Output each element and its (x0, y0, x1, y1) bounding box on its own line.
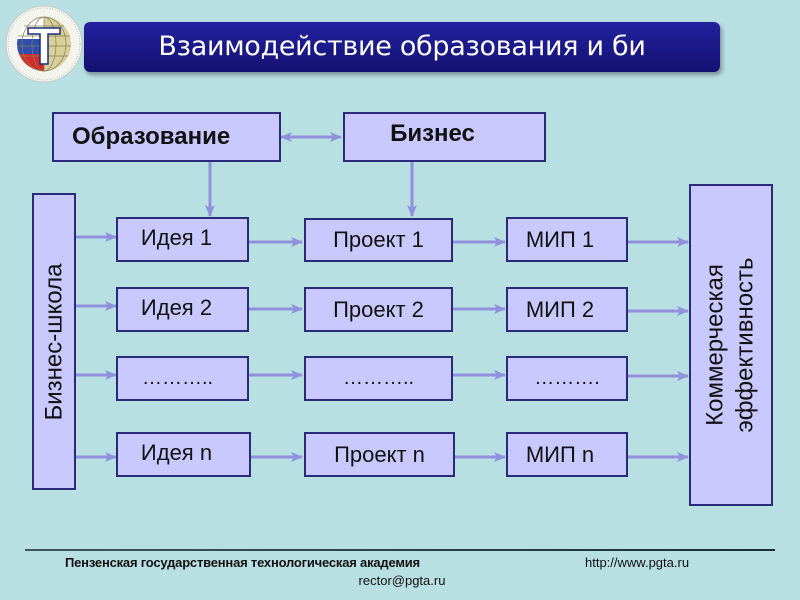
mip-box-n: МИП n (506, 432, 628, 477)
project-box-ellipsis: ……….. (304, 356, 453, 401)
commercial-efficiency-line1: Коммерческая (702, 264, 730, 426)
project-label: Проект n (334, 441, 425, 467)
education-box: Образование (52, 112, 281, 162)
footer-organization: Пензенская государственная технологическ… (65, 555, 420, 570)
commercial-efficiency-line2: эффективность (732, 257, 760, 433)
slide-title: Взаимодействие образования и би (84, 22, 720, 72)
mip-label: ………. (534, 367, 600, 389)
commercial-efficiency-label: Коммерческая эффективность (701, 257, 761, 432)
idea-label: ……….. (141, 367, 214, 389)
footer-divider (25, 549, 775, 551)
project-label: Проект 2 (333, 296, 424, 322)
project-box-n: Проект n (304, 432, 455, 477)
idea-box-ellipsis: ……….. (116, 356, 249, 401)
project-box-2: Проект 2 (304, 287, 453, 332)
project-label: ……….. (342, 367, 415, 389)
mip-box-1: МИП 1 (506, 217, 628, 262)
commercial-efficiency-box: Коммерческая эффективность (689, 184, 773, 506)
mip-box-ellipsis: ………. (506, 356, 628, 401)
idea-label: Идея n (140, 440, 213, 465)
mip-label: МИП n (525, 441, 595, 467)
business-school-box: Бизнес-школа (32, 193, 76, 490)
project-label: Проект 1 (333, 227, 424, 252)
university-globe-logo-icon (5, 5, 83, 83)
idea-box-n: Идея n (116, 432, 251, 477)
footer-email-link: rector@pgta.ru (0, 573, 800, 588)
education-label: Образование (72, 123, 231, 150)
project-box-1: Проект 1 (304, 218, 453, 262)
idea-box-2: Идея 2 (116, 287, 249, 332)
mip-box-2: МИП 2 (506, 287, 628, 332)
footer-url-link[interactable]: http://www.pgta.ru (585, 555, 690, 570)
mip-label: МИП 1 (525, 226, 595, 252)
business-box: Бизнес (343, 112, 546, 162)
idea-label: Идея 2 (140, 295, 213, 320)
footer-email[interactable]: rector@pgta.ru (358, 573, 446, 588)
business-school-label: Бизнес-школа (40, 263, 68, 420)
business-label: Бизнес (390, 120, 475, 147)
idea-box-1: Идея 1 (116, 217, 249, 262)
mip-label: МИП 2 (525, 296, 595, 322)
idea-label: Идея 1 (140, 225, 213, 250)
